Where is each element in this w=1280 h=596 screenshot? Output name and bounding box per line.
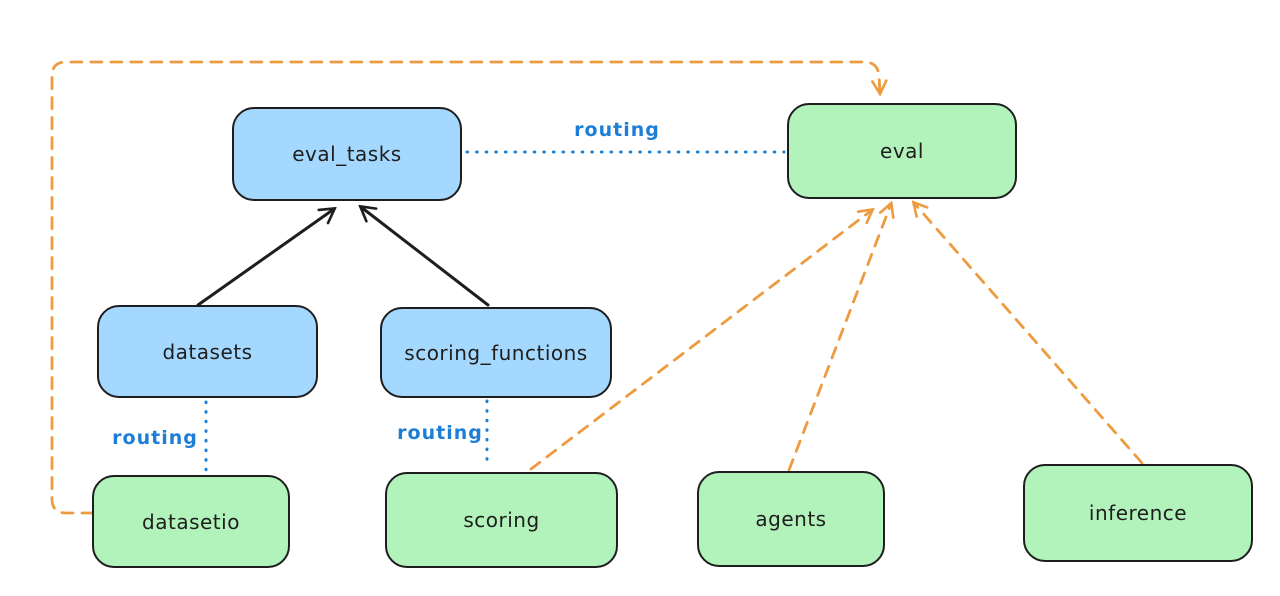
edge-label-routing-scoring-functions-scoring: routing <box>397 422 483 444</box>
node-eval-tasks: eval_tasks <box>232 107 462 201</box>
node-eval-label: eval <box>880 139 924 163</box>
edge-scoring-to-eval <box>529 210 872 471</box>
edge-datasets-to-eval-tasks <box>196 209 334 307</box>
node-agents-label: agents <box>755 507 827 531</box>
edge-scoring-functions-to-eval-tasks <box>361 207 490 307</box>
node-datasets-label: datasets <box>162 339 253 364</box>
node-inference-label: inference <box>1088 501 1188 525</box>
node-eval: eval <box>787 103 1017 199</box>
node-scoring-functions-label: scoring_functions <box>404 340 588 365</box>
node-datasetio-label: datasetio <box>142 509 240 534</box>
edge-datasetio-to-eval <box>50 60 880 515</box>
node-datasets: datasets <box>97 305 318 398</box>
node-inference: inference <box>1023 464 1253 562</box>
edge-agents-to-eval <box>787 204 891 472</box>
edge-label-routing-eval-tasks-eval: routing <box>574 119 660 141</box>
node-scoring: scoring <box>385 472 618 568</box>
node-datasetio: datasetio <box>92 475 290 568</box>
node-scoring-label: scoring <box>463 508 540 532</box>
node-agents: agents <box>697 471 885 567</box>
node-scoring-functions: scoring_functions <box>380 307 612 398</box>
node-eval-tasks-label: eval_tasks <box>292 142 402 166</box>
edge-label-routing-datasets-datasetio: routing <box>112 427 198 449</box>
edge-inference-to-eval <box>914 203 1144 465</box>
